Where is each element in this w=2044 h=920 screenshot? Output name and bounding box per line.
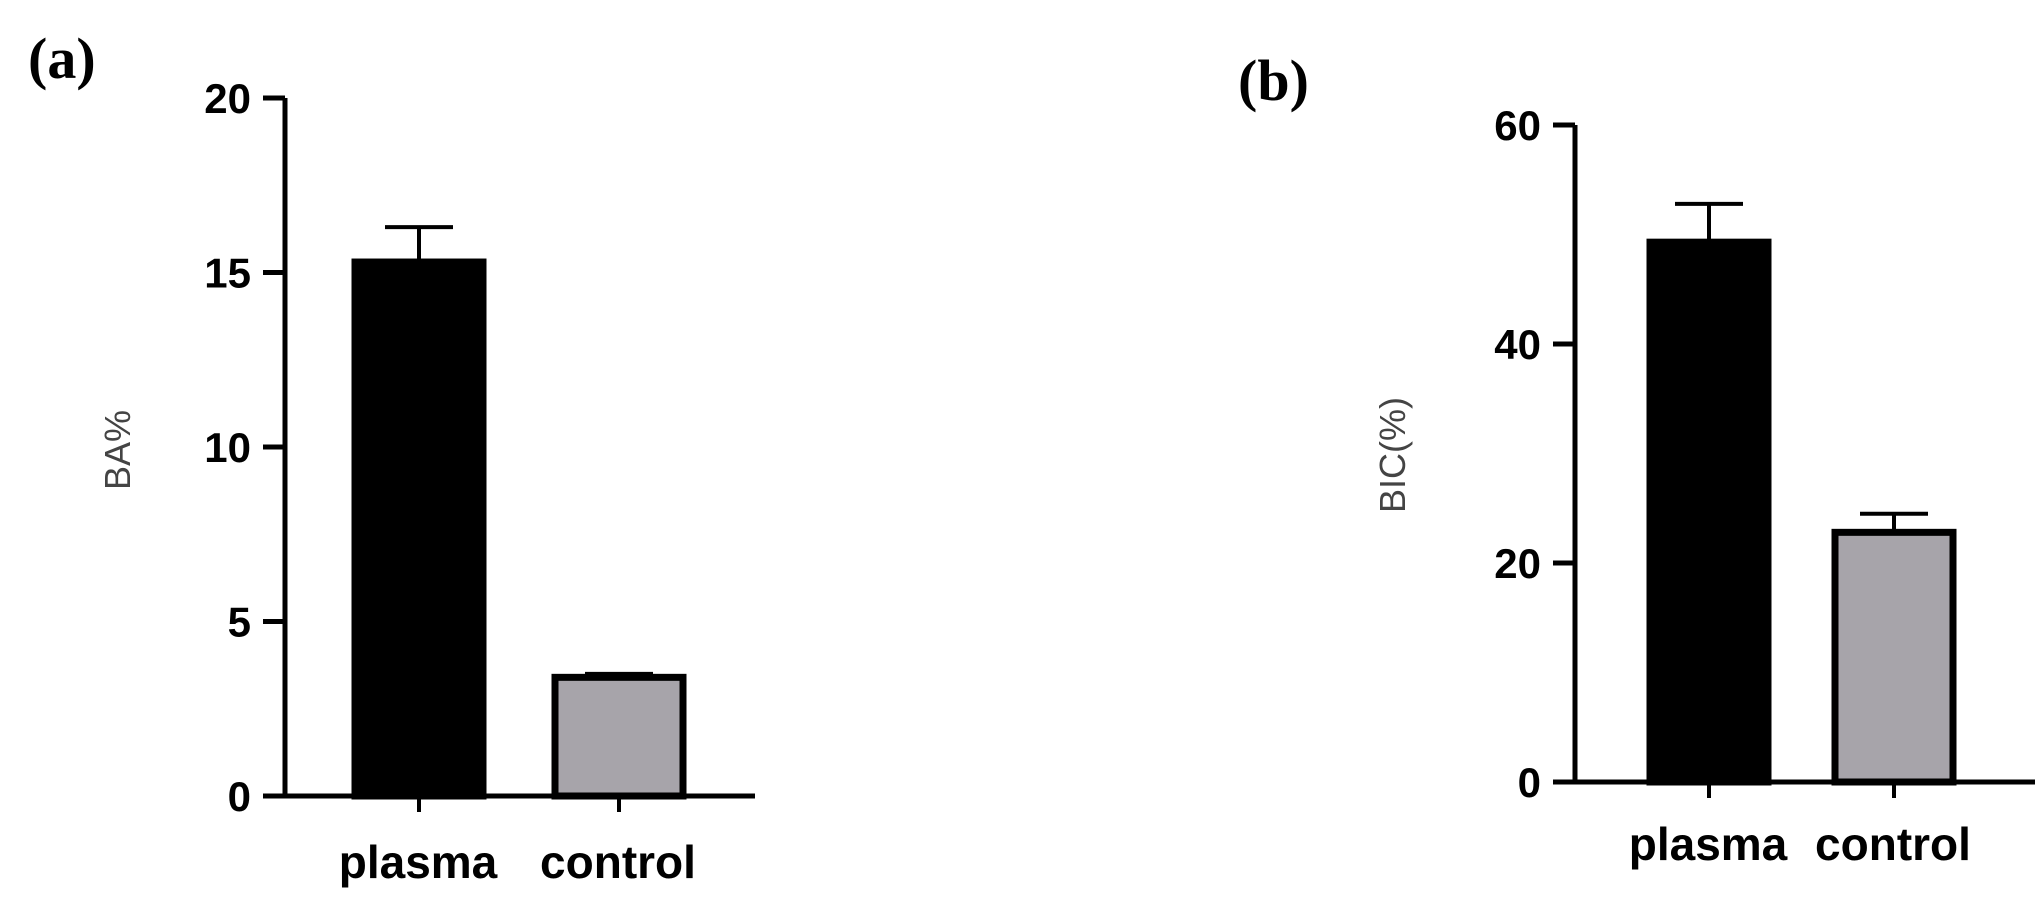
y-axis-title: BA% — [97, 410, 138, 490]
panel-label-b: (b) — [1238, 48, 1309, 113]
y-axis-title: BIC(%) — [1372, 397, 1413, 513]
y-tick-label: 20 — [204, 75, 251, 122]
x-tick-label-control: control — [540, 836, 696, 888]
panel-label-a: (a) — [28, 26, 96, 91]
y-tick-label: 20 — [1494, 540, 1541, 587]
bar-control — [551, 673, 687, 800]
x-tick-label-plasma: plasma — [1629, 818, 1788, 870]
bar-plasma — [1646, 238, 1772, 786]
y-tick-label: 0 — [1518, 759, 1541, 806]
y-tick-label: 15 — [204, 250, 251, 297]
y-tick-label: 5 — [228, 599, 251, 646]
y-tick-label: 0 — [228, 773, 251, 820]
x-tick-label-plasma: plasma — [339, 836, 498, 888]
bar-plasma — [351, 258, 487, 800]
y-tick-label: 60 — [1494, 102, 1541, 149]
y-tick-label: 10 — [204, 424, 251, 471]
x-tick-label-control: control — [1815, 818, 1971, 870]
bar-control — [1831, 528, 1957, 786]
y-tick-label: 40 — [1494, 321, 1541, 368]
